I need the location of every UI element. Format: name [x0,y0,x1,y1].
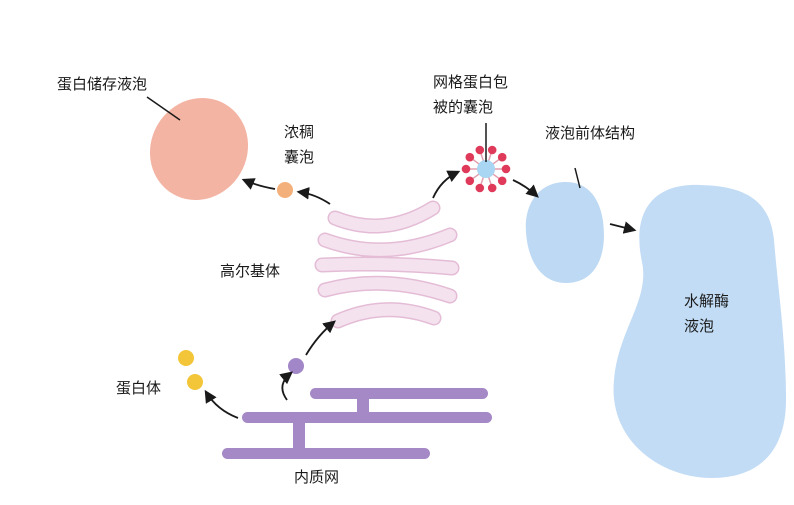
golgi-apparatus [314,200,460,329]
arrow-vesicle-to-golgi [305,320,336,356]
arrow-golgi-to-ccv [432,170,461,199]
label-ccv-line2: 被的囊泡 [433,98,493,116]
protein-body-1 [178,350,194,366]
label-lytic-vacuole-line2: 液泡 [684,317,714,335]
label-dense-vesicle-line1: 浓稠 [284,123,314,141]
prevacuolar-structure [525,182,604,283]
pathway-arrows [204,170,637,419]
arrow-er-to-protein-body [204,389,239,419]
label-protein-body: 蛋白体 [116,379,161,397]
label-storage-vacuole: 蛋白储存液泡 [57,75,147,93]
dense-vesicle [277,182,293,198]
label-ccv-line1: 网格蛋白包 [433,73,508,91]
er-vesicle [288,358,304,374]
clathrin-coat-dots [461,145,511,193]
arrow-er-to-golgi-vesicle [279,371,293,401]
protein-body-2 [187,374,203,390]
arrow-golgi-to-dense-vesicle [296,187,331,205]
label-dense-vesicle-line2: 囊泡 [284,148,314,166]
label-er: 内质网 [294,468,339,486]
arrow-prevacuolar-to-lytic [609,221,637,234]
arrow-dense-vesicle-to-storage-vacuole [241,178,276,190]
lytic-vacuole [613,184,786,479]
clathrin-coated-vesicle [461,123,511,193]
prevacuolar-leader-line [574,167,581,189]
label-lytic-vacuole-line1: 水解酶 [684,292,729,310]
arrow-ccv-to-prevacuolar [512,179,539,198]
storage-vacuole-leader-line [146,96,181,121]
protein-storage-vacuole [149,97,249,201]
label-prevacuolar: 液泡前体结构 [545,124,635,142]
endoplasmic-reticulum [222,388,492,459]
vesicle-core [477,160,495,178]
label-golgi: 高尔基体 [220,262,280,280]
